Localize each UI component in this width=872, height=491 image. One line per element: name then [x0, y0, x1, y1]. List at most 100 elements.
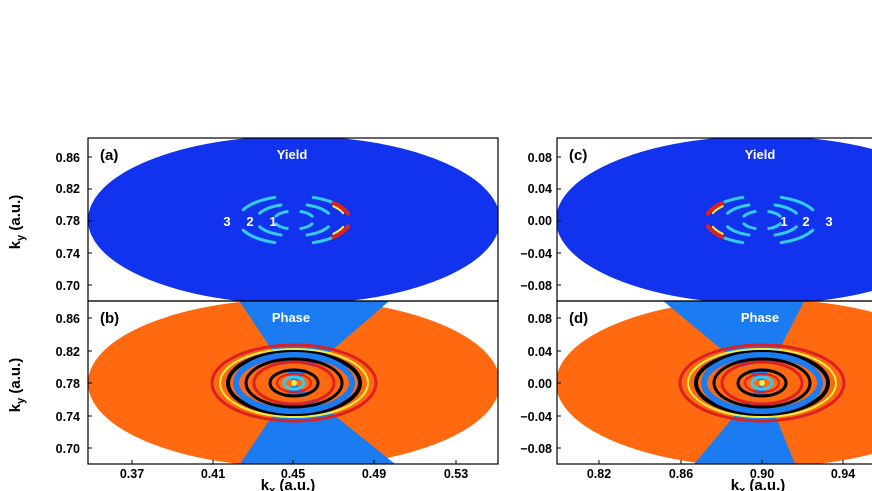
- yield-hotspot: [332, 205, 345, 215]
- y-axis-ticks-d: 0.08 0.04 0.00 −0.04 −0.08: [520, 312, 561, 456]
- yield-ring-arc: [299, 222, 314, 230]
- phase-rings: [210, 343, 378, 423]
- panel-title-c: Yield: [745, 147, 776, 162]
- y-axis-label-a: ky (a.u.): [7, 195, 27, 249]
- y-tick-label: 0.00: [528, 377, 552, 391]
- y-tick-label: 0.74: [56, 410, 80, 424]
- x-tick-label: 0.53: [444, 467, 468, 481]
- x-axis-ticks-b: 0.37 0.41 0.45 0.49 0.53: [120, 460, 468, 481]
- y-tick-label: −0.04: [520, 410, 552, 424]
- y-tick-label: −0.08: [520, 279, 552, 293]
- y-tick-label: −0.08: [520, 442, 552, 456]
- y-tick-label: 0.86: [56, 312, 80, 326]
- x-tick-label: 0.37: [120, 467, 144, 481]
- y-tick-label: 0.08: [528, 312, 552, 326]
- yield-hotspot: [331, 201, 351, 216]
- ring-label: 3: [825, 214, 832, 229]
- yield-hotspot: [331, 224, 351, 239]
- yield-disc: [88, 138, 498, 301]
- y-tick-label: 0.78: [56, 377, 80, 391]
- y-tick-label: 0.70: [56, 442, 80, 456]
- phase-rings: [678, 343, 846, 423]
- phase-center: [291, 380, 297, 386]
- ring-label: 2: [246, 214, 253, 229]
- phase-ring: [712, 357, 812, 409]
- ring-label: 2: [802, 214, 809, 229]
- panel-title-b: Phase: [272, 310, 310, 325]
- yield-ring-arc: [274, 210, 289, 218]
- yield-ring-arc: [241, 195, 277, 212]
- yield-ring-arc: [779, 195, 815, 212]
- phase-ring: [701, 352, 823, 414]
- phase-ring: [233, 352, 355, 414]
- phase-ring: [687, 348, 837, 418]
- ring-label: 1: [780, 214, 787, 229]
- phase-center: [759, 380, 765, 386]
- y-tick-label: 0.04: [528, 182, 552, 196]
- yield-ring-arc: [726, 225, 751, 237]
- y-tick-label: −0.04: [520, 247, 552, 261]
- ring-label: 1: [269, 214, 276, 229]
- y-axis-label-b: ky (a.u.): [7, 358, 27, 412]
- phase-ring: [282, 375, 306, 391]
- yield-ring-arc: [779, 228, 815, 245]
- y-tick-label: 0.00: [528, 214, 552, 228]
- yield-ring-arc: [767, 210, 782, 218]
- x-tick-label: 0.90: [750, 467, 774, 481]
- yield-ring-arc: [305, 225, 330, 237]
- phase-top-wedge: [239, 301, 390, 383]
- y-axis-ticks-a: 0.86 0.82 0.78 0.74 0.70: [56, 151, 92, 293]
- panel-b: [88, 301, 498, 464]
- y-tick-label: 0.04: [528, 345, 552, 359]
- phase-ring: [736, 368, 788, 398]
- panel-tag-c: (c): [569, 147, 587, 164]
- panel-title-a: Yield: [277, 147, 308, 162]
- phase-ring: [268, 368, 320, 398]
- y-tick-label: 0.82: [56, 182, 80, 196]
- phase-ring: [276, 373, 312, 393]
- phase-ring: [244, 357, 344, 409]
- phase-ring: [219, 348, 369, 418]
- yield-ring-arc: [767, 222, 782, 230]
- yield-ring-arc: [742, 210, 757, 218]
- yield-ring-arc: [258, 203, 283, 215]
- yield-ring-arc: [299, 210, 314, 218]
- yield-ring-arc: [742, 222, 757, 230]
- phase-ring: [210, 343, 378, 423]
- yield-ring-arc: [241, 228, 277, 245]
- panel-d: [557, 301, 872, 464]
- yield-rings: [705, 195, 815, 245]
- phase-ring: [678, 343, 846, 423]
- x-axis-ticks-d: 0.82 0.86 0.90 0.94: [587, 460, 855, 481]
- yield-ring-arc: [305, 203, 330, 215]
- panel-c: [557, 138, 872, 301]
- phase-ring: [727, 363, 797, 403]
- x-axis-label-d: kx (a.u.): [731, 477, 785, 491]
- y-tick-label: 0.70: [56, 279, 80, 293]
- x-tick-label: 0.45: [281, 467, 305, 481]
- x-tick-label: 0.49: [362, 467, 386, 481]
- yield-hotspot: [332, 225, 345, 235]
- phase-bottom-wedge: [240, 383, 396, 464]
- yield-hotspot: [705, 224, 725, 239]
- phase-ring: [744, 373, 780, 393]
- y-tick-label: 0.08: [528, 151, 552, 165]
- x-tick-label: 0.86: [669, 467, 693, 481]
- x-axis-label-b: kx (a.u.): [261, 477, 315, 491]
- panel-tag-a: (a): [100, 147, 118, 164]
- y-tick-label: 0.82: [56, 345, 80, 359]
- phase-ring: [252, 360, 336, 406]
- yield-disc: [557, 138, 872, 301]
- x-tick-label: 0.41: [201, 467, 225, 481]
- y-axis-ticks-c: 0.08 0.04 0.00 −0.04 −0.08: [520, 151, 561, 293]
- x-tick-label: 0.94: [831, 467, 855, 481]
- yield-ring-arc: [773, 225, 798, 237]
- phase-ring: [259, 363, 329, 403]
- x-tick-label: 0.82: [587, 467, 611, 481]
- panel-title-d: Phase: [741, 310, 779, 325]
- yield-ring-arc: [773, 203, 798, 215]
- yield-ring-arc: [274, 222, 289, 230]
- phase-ring: [750, 375, 774, 391]
- phase-ring: [720, 360, 804, 406]
